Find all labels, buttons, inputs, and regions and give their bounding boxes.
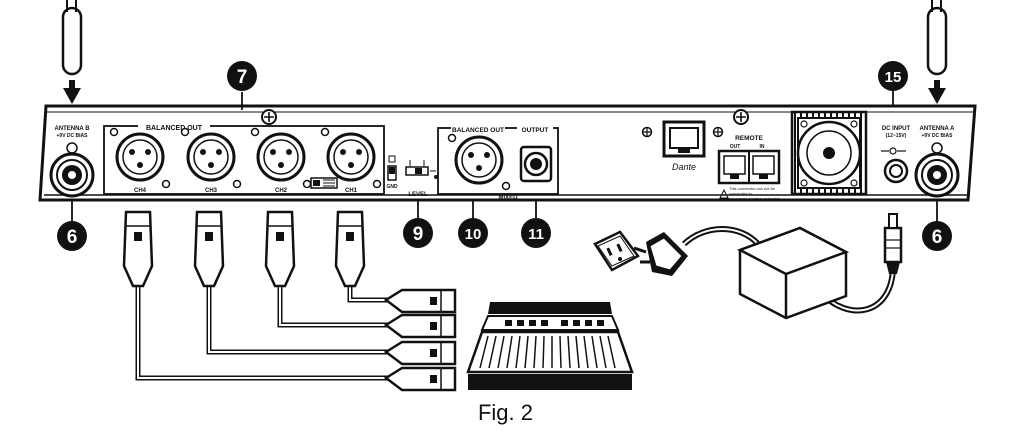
ch2-label: CH2 (275, 188, 288, 194)
svg-text:6: 6 (67, 227, 78, 248)
xlr-output-ch3: CH3 (180, 127, 242, 194)
remote-out-label: OUT (730, 144, 741, 150)
callout-leaders (71, 88, 938, 222)
xlr-cables (135, 280, 392, 381)
xlr-plug-ch4 (122, 210, 154, 288)
ch3-label: CH3 (205, 188, 218, 194)
dc-input-label: DC INPUT (882, 126, 911, 132)
mode-switch-block (310, 177, 338, 189)
antenna-b-connector: ANTENNA B +9V DC BIAS (49, 126, 95, 198)
dante-logo: Dante (672, 162, 696, 172)
dante-network-port: Dante (641, 120, 724, 172)
xlr-plug-ch2 (264, 210, 296, 288)
xlr-plug-ch1 (334, 210, 366, 288)
xlr-plug-mixer-2 (383, 313, 457, 339)
svg-text:10: 10 (465, 226, 482, 243)
ch4-label: CH4 (134, 188, 147, 194)
panel-screw (733, 109, 749, 125)
output-label: OUTPUT (522, 127, 549, 134)
ch1-label: CH1 (345, 188, 358, 194)
callout-badge-10: 10 (458, 218, 488, 248)
callout-badge-6-right: 6 (922, 221, 952, 251)
antenna-b-bias-label: +9V DC BIAS (57, 133, 89, 139)
cooling-fan (790, 110, 868, 196)
svg-text:9: 9 (413, 224, 424, 245)
svg-text:15: 15 (885, 69, 902, 86)
antenna-a-icon (926, 0, 948, 104)
antenna-b-label: ANTENNA B (54, 126, 90, 132)
quarter-inch-output-jack (519, 145, 553, 183)
antenna-a-bias-label: +9V DC BIAS (922, 133, 954, 139)
gnd-label: GND (386, 184, 398, 190)
callout-badge-11: 11 (521, 218, 551, 248)
antenna-a-label: ANTENNA A (920, 126, 956, 132)
svg-text:6: 6 (932, 227, 943, 248)
mixer-console-icon (466, 302, 634, 390)
power-plug-icon (633, 232, 688, 276)
svg-text:7: 7 (237, 67, 248, 88)
antenna-b-icon (61, 0, 83, 104)
remote-ports: REMOTE OUT IN This connector can not be … (717, 135, 781, 200)
figure-caption: Fig. 2 (477, 400, 534, 425)
xlr-output-ch1: CH1 (320, 127, 382, 194)
svg-text:11: 11 (528, 226, 544, 243)
panel-screw (261, 109, 277, 125)
dc-input-jack: DC INPUT (12~15V) (881, 126, 911, 184)
mixed-output-group: BALANCED OUT OUTPUT MIXED (437, 123, 559, 201)
xlr-output-mixed (447, 133, 511, 191)
callout-badge-7: 7 (227, 61, 257, 91)
level-switch: LEVEL (405, 160, 438, 198)
dc-plug-icon (883, 213, 903, 274)
xlr-plug-mixer-1 (383, 288, 457, 314)
xlr-plug-mixer-4 (383, 366, 457, 392)
antenna-a-connector: ANTENNA A +9V DC BIAS (914, 126, 960, 198)
callout-badge-15: 15 (878, 61, 908, 91)
xlr-output-ch4: CH4 (109, 127, 171, 194)
remote-label: REMOTE (735, 135, 763, 142)
callout-badge-6-left: 6 (57, 221, 87, 251)
xlr-plug-ch3 (193, 210, 225, 288)
power-adapter-icon (736, 226, 850, 320)
mixed-label: MIXED (498, 195, 518, 201)
remote-warning-text: This connector can not be connected to t… (729, 186, 781, 200)
mix-balanced-out-label: BALANCED OUT (452, 127, 504, 134)
callout-badge-9: 9 (403, 218, 433, 248)
balanced-out-group: BALANCED OUT (103, 121, 385, 195)
wall-outlet-icon (593, 230, 640, 272)
level-label: LEVEL (408, 192, 428, 198)
xlr-output-ch2: CH2 (250, 127, 312, 194)
remote-in-label: IN (760, 144, 765, 150)
ground-lift-switch: GND (386, 155, 398, 190)
dc-input-voltage-label: (12~15V) (886, 133, 907, 139)
balanced-out-label: BALANCED OUT (146, 125, 203, 132)
xlr-plug-mixer-3 (383, 340, 457, 366)
